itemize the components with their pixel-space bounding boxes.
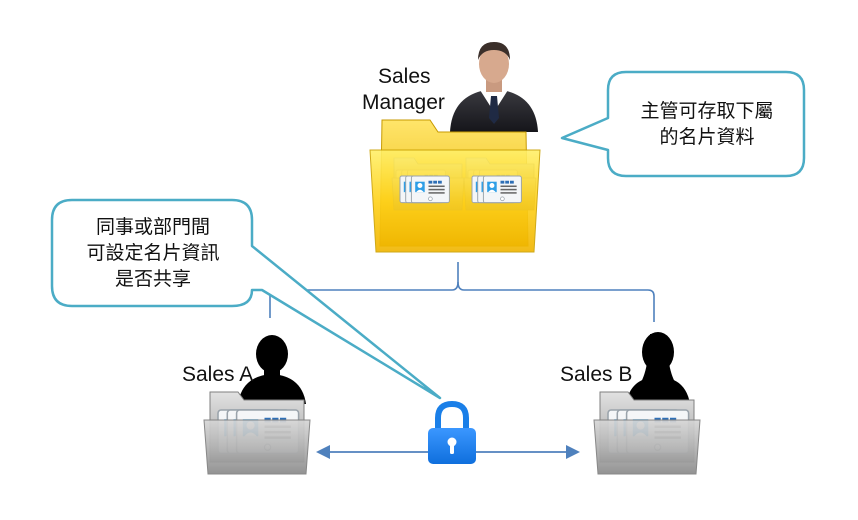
manager-callout-bubble	[560, 70, 806, 178]
manager-callout-line-2: 的名片資料	[659, 126, 755, 148]
share-callout-bubble	[50, 198, 442, 400]
male-silhouette-icon	[238, 335, 306, 404]
padlock-icon	[428, 400, 476, 464]
share-callout-text: 同事或部門間 可設定名片資訊 是否共享	[60, 214, 246, 292]
female-silhouette-icon	[626, 332, 690, 404]
manager-cards-left	[400, 176, 449, 203]
manager-label-line2: Manager	[362, 91, 445, 114]
manager-cards-right	[472, 176, 521, 203]
share-callout-line-2: 可設定名片資訊	[86, 242, 220, 264]
manager-label: Sales	[378, 64, 431, 90]
manager-callout-text: 主管可存取下屬 的名片資料	[622, 98, 792, 150]
share-callout-line-1: 同事或部門間	[95, 216, 210, 238]
manager-label-line1: Sales	[378, 65, 431, 88]
sales-b-folder	[594, 392, 700, 474]
share-callout-line-3: 是否共享	[114, 268, 191, 290]
manager-callout-line-1: 主管可存取下屬	[640, 100, 774, 122]
sales-a-folder	[204, 392, 310, 474]
manager-label-2: Manager	[362, 90, 445, 116]
sales-b-label: Sales B	[560, 363, 633, 386]
businessman-icon	[450, 42, 538, 132]
manager-folder	[369, 119, 541, 253]
sales-a-label: Sales A	[182, 363, 254, 386]
